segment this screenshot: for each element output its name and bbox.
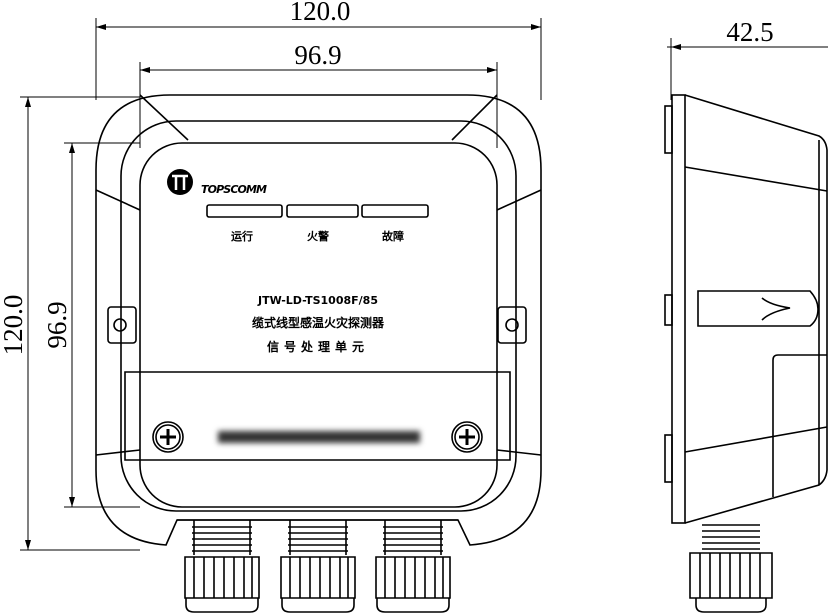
indicator-label-run: 运行 bbox=[231, 229, 253, 243]
screw-left bbox=[152, 421, 184, 453]
blurred-label bbox=[218, 431, 420, 443]
unit-name: 信号处理单元 bbox=[267, 339, 369, 354]
dimension-front-width-inner: 96.9 bbox=[294, 40, 341, 70]
cable-gland bbox=[375, 520, 451, 613]
led-window-fire bbox=[286, 204, 359, 218]
indicator-label-fire: 火警 bbox=[307, 229, 329, 243]
led-window-run bbox=[206, 204, 283, 218]
side-view-housing bbox=[664, 94, 828, 524]
dimension-lines bbox=[20, 18, 828, 551]
dimension-front-height-outer: 120.0 bbox=[0, 295, 28, 356]
indicator-label-fault: 故障 bbox=[382, 229, 404, 243]
dimension-side-depth: 42.5 bbox=[726, 17, 773, 47]
model-number: JTW-LD-TS1008F/85 bbox=[257, 294, 378, 307]
dimension-front-height-inner: 96.9 bbox=[42, 301, 72, 348]
brand-logo: TOPSCOMM bbox=[167, 169, 267, 196]
dimension-front-width-outer: 120.0 bbox=[290, 0, 351, 26]
led-window-fault bbox=[361, 204, 429, 218]
mounting-ear-right bbox=[497, 306, 527, 344]
side-cable-gland bbox=[689, 524, 773, 613]
cable-gland bbox=[280, 520, 356, 613]
screw-right bbox=[451, 421, 483, 453]
mounting-ear-left bbox=[107, 306, 137, 344]
brand-name: TOPSCOMM bbox=[201, 183, 267, 196]
product-name: 缆式线型感温火灾探测器 bbox=[252, 315, 385, 330]
cable-glands bbox=[184, 520, 451, 613]
front-view-housing bbox=[95, 94, 542, 546]
cable-gland bbox=[184, 520, 260, 613]
